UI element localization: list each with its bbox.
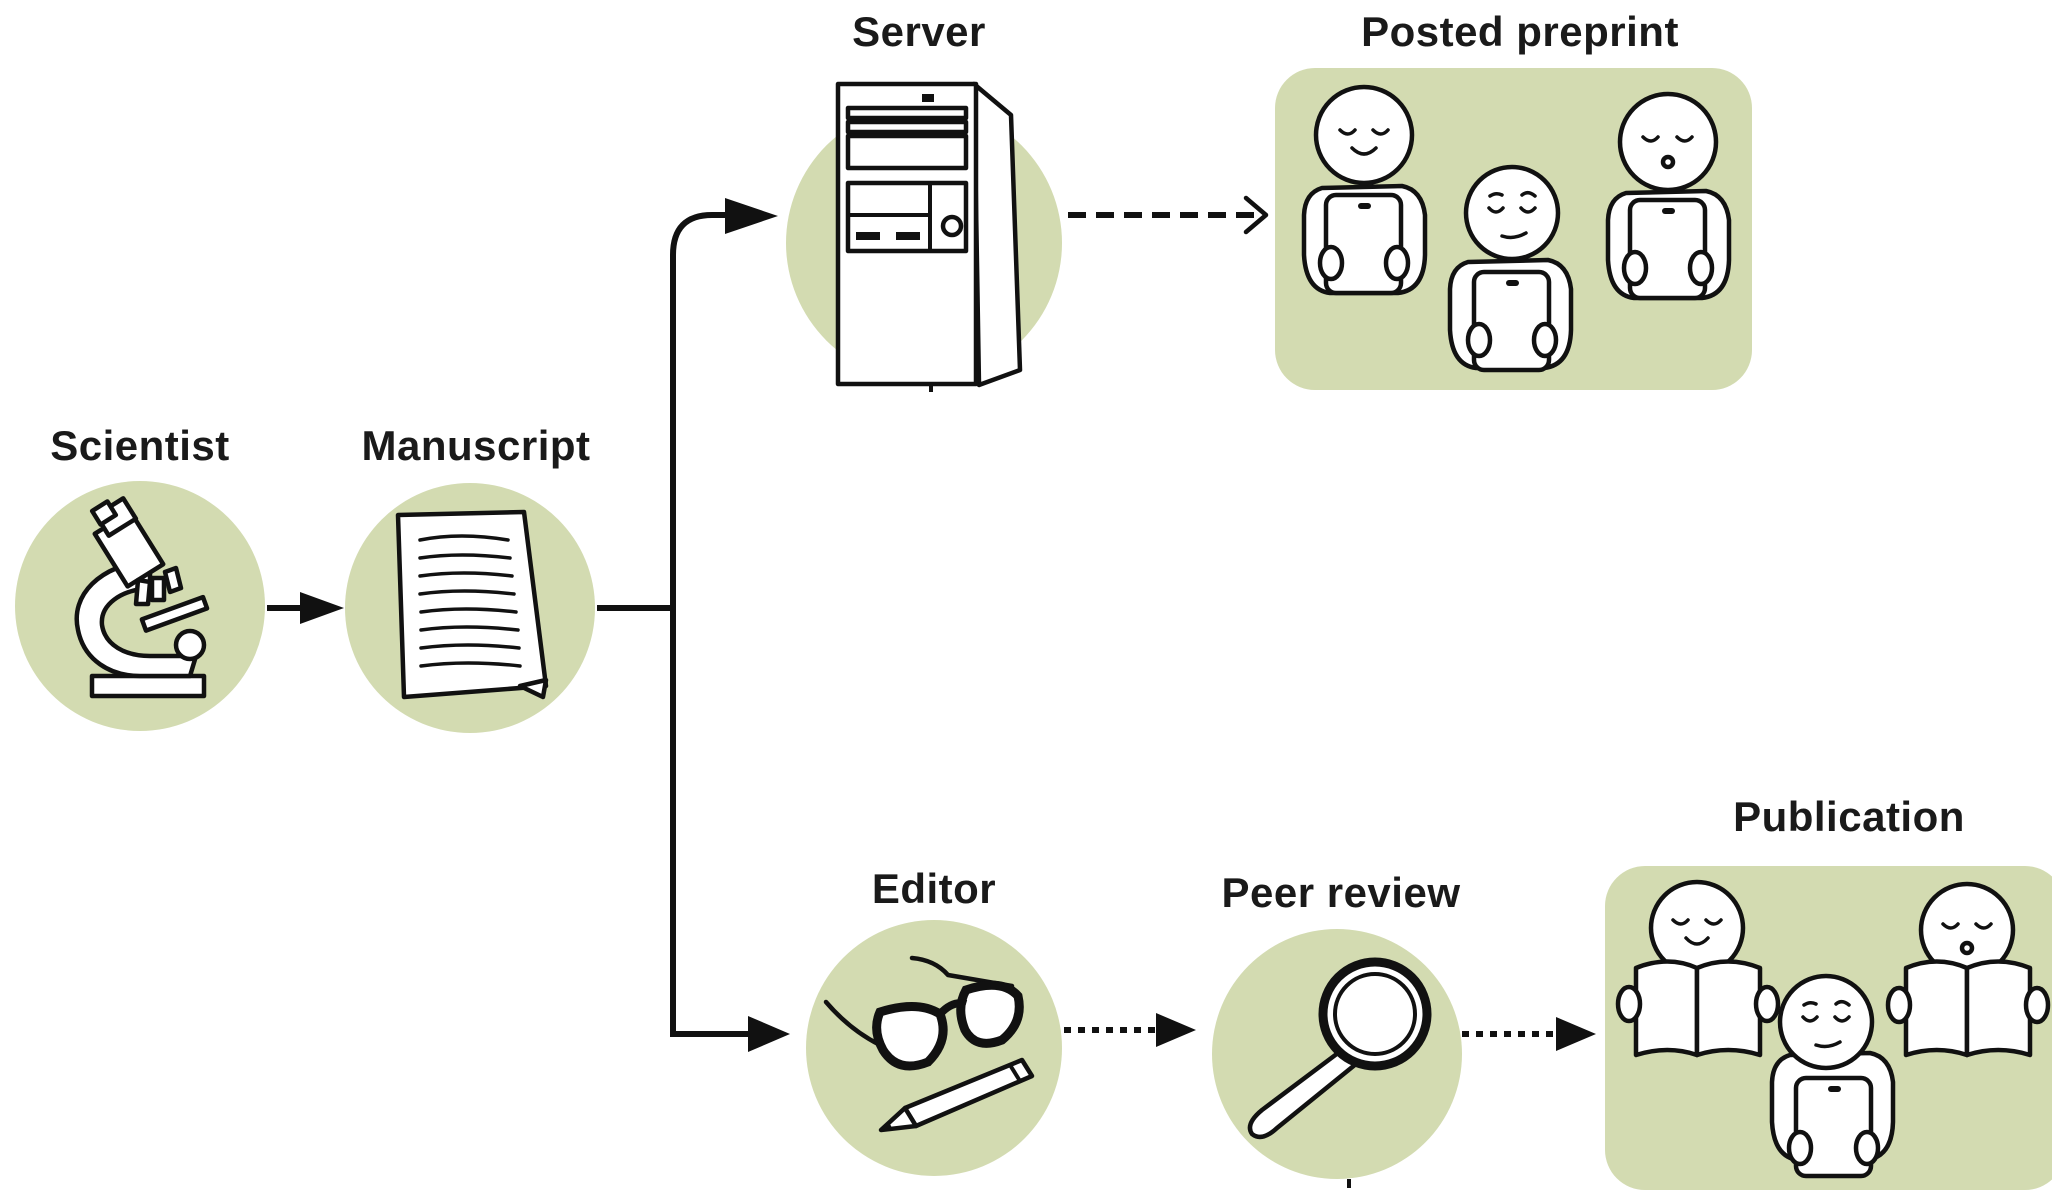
manuscript-node — [345, 483, 595, 733]
editor-label: Editor — [872, 865, 996, 912]
publication-label: Publication — [1733, 793, 1965, 840]
posted-preprint-label: Posted preprint — [1361, 8, 1679, 55]
reader-figure — [1769, 973, 1896, 1179]
posted-preprint-node — [1275, 68, 1752, 390]
reader-figure — [1615, 879, 1781, 1058]
publication-node — [1605, 866, 2052, 1190]
editor-node — [806, 920, 1062, 1176]
peer-review-node — [1212, 929, 1462, 1188]
reader-figure — [1605, 91, 1732, 301]
readers-with-journals-icon — [1615, 879, 2051, 1179]
document-icon — [395, 509, 549, 700]
server-node — [786, 81, 1062, 392]
server-label: Server — [852, 8, 986, 55]
microscope-icon — [74, 496, 210, 699]
arrow-server-to-preprint — [1068, 195, 1269, 235]
scientist-label: Scientist — [50, 422, 230, 469]
arrow-scientist-to-manuscript — [267, 592, 344, 624]
reader-figure — [1301, 84, 1428, 296]
manuscript-label: Manuscript — [361, 422, 590, 469]
glasses-and-pencil-icon — [823, 955, 1035, 1133]
magnifying-glass-icon — [1247, 957, 1432, 1188]
server-tower-icon — [835, 81, 1023, 392]
arrow-editor-to-peer-review — [1064, 1013, 1196, 1047]
peer-review-label: Peer review — [1221, 869, 1460, 916]
arrow-peer-review-to-publication — [1462, 1017, 1596, 1051]
branch-connector — [597, 198, 790, 1052]
reader-figure — [1885, 881, 2051, 1058]
reader-figure — [1447, 164, 1574, 373]
readers-with-phones-icon — [1301, 84, 1732, 373]
scientist-node — [15, 481, 265, 731]
